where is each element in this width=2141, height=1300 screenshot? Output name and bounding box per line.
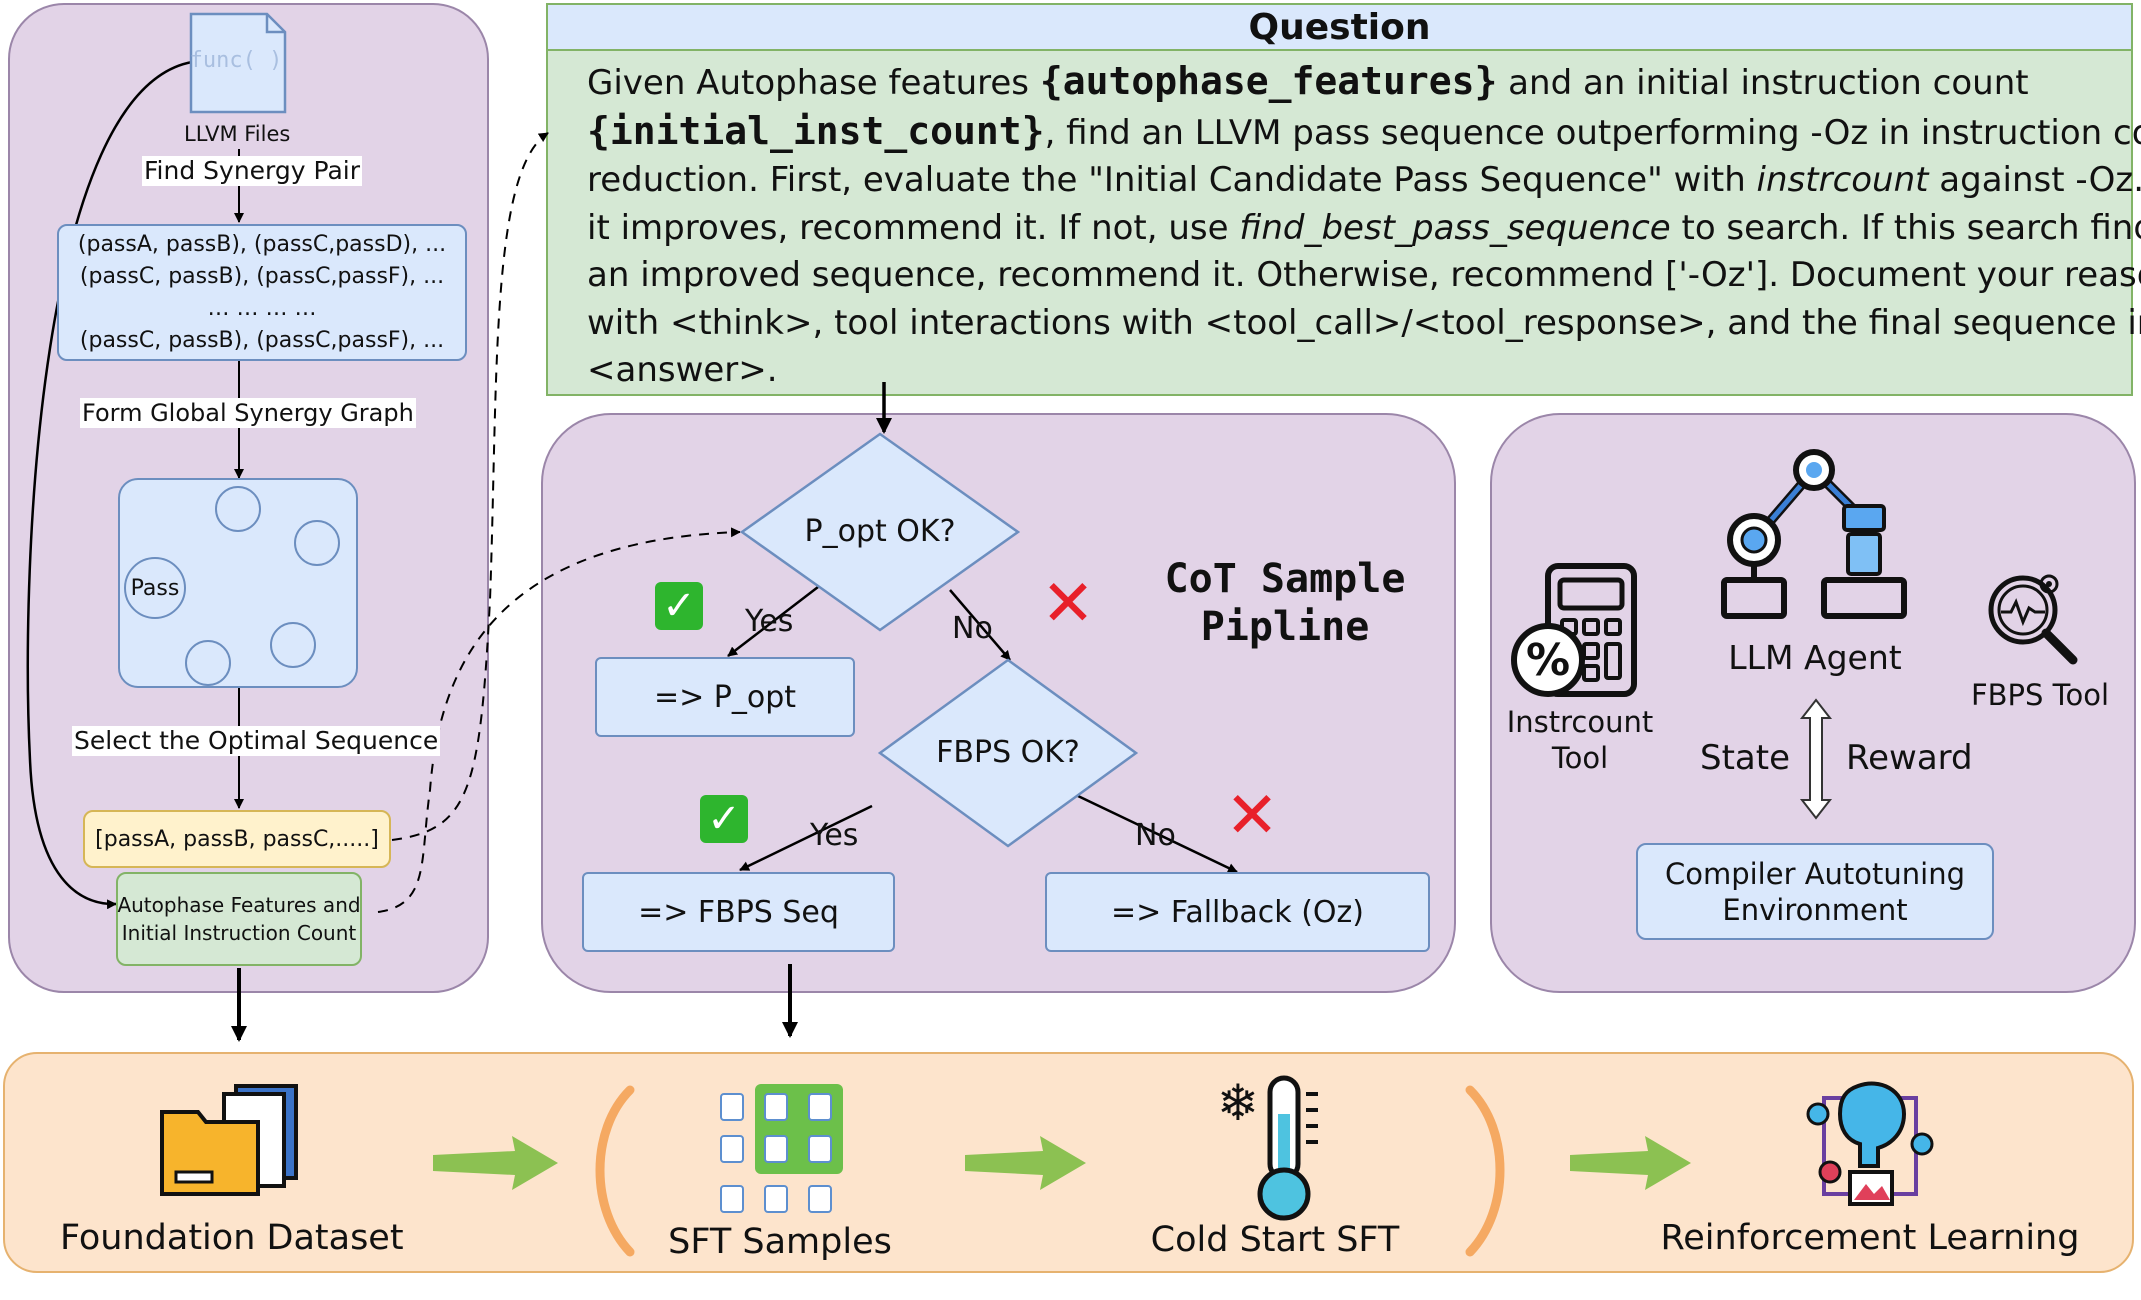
svg-text:%: % <box>1526 635 1570 686</box>
step-find-synergy-pair: Find Synergy Pair <box>142 156 363 186</box>
llm-agent-label: LLM Agent <box>1728 638 1902 677</box>
graph-node-label: Pass <box>130 575 180 601</box>
instrcount-tool-label: Instrcount Tool <box>1506 705 1654 775</box>
sft-samples-icon <box>713 1080 847 1220</box>
step-form-global-synergy-graph: Form Global Synergy Graph <box>80 398 416 428</box>
output-fbps-seq-label: => FBPS Seq <box>638 894 839 930</box>
arrow-no-fbps <box>949 589 1011 661</box>
yes-label-2: Yes <box>810 818 859 853</box>
cross-icon: ✕ <box>1041 567 1095 641</box>
check-icon: ✓ <box>655 582 703 630</box>
graph-node <box>270 622 316 668</box>
stage-sft-samples: SFT Samples <box>668 1222 892 1262</box>
fbps-search-icon <box>1983 570 2083 670</box>
cross-icon: ✕ <box>1225 779 1279 853</box>
folder-icon <box>158 1082 306 1200</box>
step-select-optimal-sequence: Select the Optimal Sequence <box>72 726 441 756</box>
optimal-sequence-box: [passA, passB, passC,.....] <box>83 810 391 868</box>
features-box: Autophase Features and Initial Instructi… <box>116 872 362 966</box>
output-popt-box: => P_opt <box>595 657 855 737</box>
compiler-env-line1: Compiler Autotuning <box>1664 856 1966 891</box>
stage-cold-start-sft: Cold Start SFT <box>1150 1220 1400 1260</box>
no-label-1: No <box>952 611 993 646</box>
arrow-yes-fbps-seq <box>739 804 873 872</box>
close-parenthesis <box>1465 1085 1505 1257</box>
graph-node <box>294 520 340 566</box>
stage-reinforcement-learning: Reinforcement Learning <box>1660 1218 2080 1258</box>
question-body: Given Autophase features {autophase_feat… <box>587 59 2141 390</box>
output-fbps-seq-box: => FBPS Seq <box>582 872 895 952</box>
fbps-tool-label: FBPS Tool <box>1970 678 2110 712</box>
thermometer-icon: ❄ <box>1214 1074 1334 1224</box>
yes-label-1: Yes <box>745 604 794 639</box>
compiler-env-box: Compiler Autotuning Environment <box>1636 843 1994 940</box>
output-fallback-label: => Fallback (Oz) <box>1111 894 1364 930</box>
file-icon-text: func( ) <box>189 48 283 73</box>
dashed-sequence-to-question <box>391 132 549 841</box>
features-line1: Autophase Features and <box>117 893 361 917</box>
arrow-no-fallback <box>1077 794 1238 874</box>
calculator-icon: % <box>1510 562 1650 702</box>
arrow-files-to-features <box>26 60 193 910</box>
question-header: Question <box>546 3 2133 51</box>
pair-row: (passC, passB), (passC,passF), ... <box>79 264 445 289</box>
graph-node <box>185 640 231 686</box>
pair-row: (passC, passB), (passC,passF), ... <box>79 328 445 353</box>
output-popt-label: => P_opt <box>653 679 797 715</box>
svg-text:❄: ❄ <box>1217 1074 1259 1132</box>
decision-fbps: FBPS OK? <box>877 658 1139 848</box>
question-panel <box>546 3 2133 396</box>
arrow-yes-popt <box>727 586 819 657</box>
compiler-env-line2: Environment <box>1722 892 1908 927</box>
graph-node-pass: Pass <box>124 557 186 619</box>
state-label: State <box>1700 738 1790 778</box>
check-icon: ✓ <box>700 795 748 843</box>
rl-brain-icon <box>1800 1074 1940 1214</box>
optimal-sequence-text: [passA, passB, passC,.....] <box>95 826 379 852</box>
no-label-2: No <box>1135 818 1176 853</box>
decision-popt-label: P_opt OK? <box>804 514 956 549</box>
output-fallback-box: => Fallback (Oz) <box>1045 872 1430 952</box>
llvm-file-icon: func( ) <box>187 12 289 114</box>
pair-row-ellipsis: … … … … <box>207 296 317 321</box>
decision-fbps-label: FBPS OK? <box>936 735 1080 770</box>
robot-arm-icon <box>1714 440 1914 620</box>
question-title: Question <box>1248 6 1431 48</box>
stage-arrows <box>433 1136 1691 1190</box>
features-line2: Initial Instruction Count <box>121 921 357 945</box>
state-reward-double-arrow <box>1799 698 1833 820</box>
cot-title: CoT Sample Pipline <box>1164 556 1406 650</box>
pair-row: (passA, passB), (passC,passD), ... <box>77 232 447 257</box>
synergy-pairs-box: (passA, passB), (passC,passD), ... (pass… <box>57 224 467 361</box>
reward-label: Reward <box>1846 738 1973 778</box>
llvm-files-label: LLVM Files <box>182 119 293 149</box>
stage-foundation-dataset: Foundation Dataset <box>60 1218 404 1258</box>
decision-popt: P_opt OK? <box>739 432 1021 632</box>
graph-node <box>215 486 261 532</box>
open-parenthesis <box>595 1085 635 1257</box>
